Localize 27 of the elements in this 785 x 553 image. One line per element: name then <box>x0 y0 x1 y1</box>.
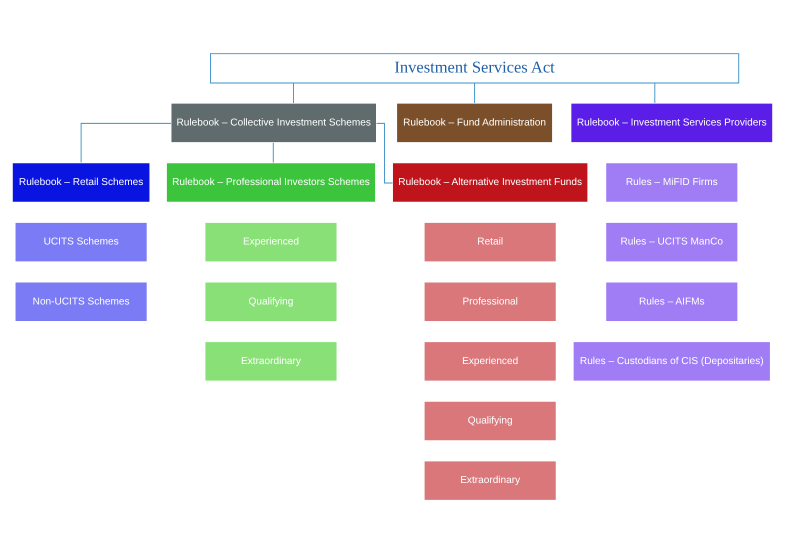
connector <box>272 142 274 163</box>
node-box: Experienced <box>204 221 338 262</box>
node-box: Rulebook – Professional Investors Schemes <box>166 162 376 202</box>
node-box: Qualifying <box>204 281 338 322</box>
connector <box>376 122 393 183</box>
node-box: Extraordinary <box>424 460 557 500</box>
node-box: Rules – Custodians of CIS (Depositaries) <box>572 340 771 382</box>
node-box: Experienced <box>424 340 557 382</box>
node-box: Rulebook – Retail Schemes <box>12 162 150 202</box>
node-box: Rules – UCITS ManCo <box>605 221 738 262</box>
node-box: Rules – AIFMs <box>605 281 738 322</box>
connector <box>80 122 172 162</box>
node-box: Qualifying <box>424 400 557 441</box>
connector <box>292 82 294 103</box>
node-box: Rulebook – Alternative Investment Funds <box>392 162 588 202</box>
node-box: UCITS Schemes <box>14 221 148 262</box>
node-box: Professional <box>424 281 557 322</box>
node-box: Retail <box>424 221 557 262</box>
node-box: Investment Services Act <box>210 52 740 83</box>
node-box: Rulebook – Collective Investment Schemes <box>170 102 377 143</box>
connector <box>474 82 476 103</box>
node-box: Extraordinary <box>204 340 338 382</box>
node-box: Rulebook – Fund Administration <box>396 102 553 143</box>
node-box: Non-UCITS Schemes <box>14 281 148 322</box>
node-box: Rules – MiFID Firms <box>605 162 738 202</box>
connector <box>654 82 656 103</box>
node-box: Rulebook – Investment Services Providers <box>570 102 774 143</box>
